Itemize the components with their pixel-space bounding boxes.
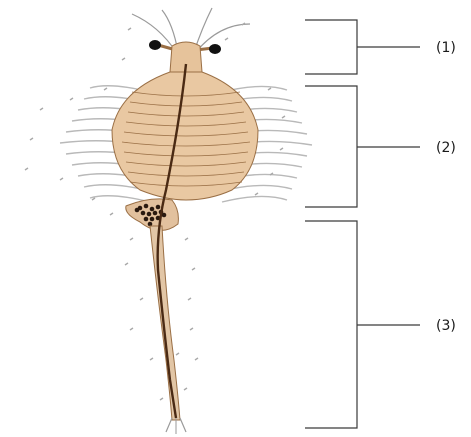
bracket-1 [305,20,420,74]
seta [125,263,128,265]
tail-fork-left [166,418,172,432]
seta [122,58,125,60]
seta [110,213,113,215]
egg [144,204,149,209]
seta [255,193,258,195]
seta [195,358,198,360]
seta [268,88,271,90]
leg-right [222,196,287,202]
label-part-2: (2) [436,140,456,156]
seta [190,328,193,330]
head-region [132,8,250,76]
seta [25,168,28,170]
seta [140,298,143,300]
abdomen-tail [150,226,180,420]
seta [160,398,163,400]
seta [282,116,285,118]
seta [188,298,191,300]
seta [185,238,188,240]
seta [92,198,95,200]
thorax-region [60,72,312,202]
seta [130,328,133,330]
bracket-2 [305,86,420,207]
seta [225,38,228,40]
seta [280,148,283,150]
seta [150,358,153,360]
seta [70,98,73,100]
label-part-1: (1) [436,40,456,56]
egg [144,217,149,222]
seta [128,28,131,30]
right-eye [209,44,221,54]
seta [40,108,43,110]
egg [156,205,161,210]
egg [147,212,152,217]
seta [176,353,179,355]
egg [153,211,158,216]
seta [104,88,107,90]
egg [150,207,155,212]
organism-illustration [25,8,312,434]
left-eye [149,40,161,50]
seta [184,388,187,390]
seta [60,178,63,180]
label-part-3: (3) [436,318,456,334]
egg [135,208,140,213]
seta [192,268,195,270]
seta [30,138,33,140]
seta [130,238,133,240]
bracket-3 [305,221,420,428]
abdomen-region [126,199,186,434]
tail-fork-right [180,418,186,432]
egg [150,217,155,222]
egg [141,211,146,216]
